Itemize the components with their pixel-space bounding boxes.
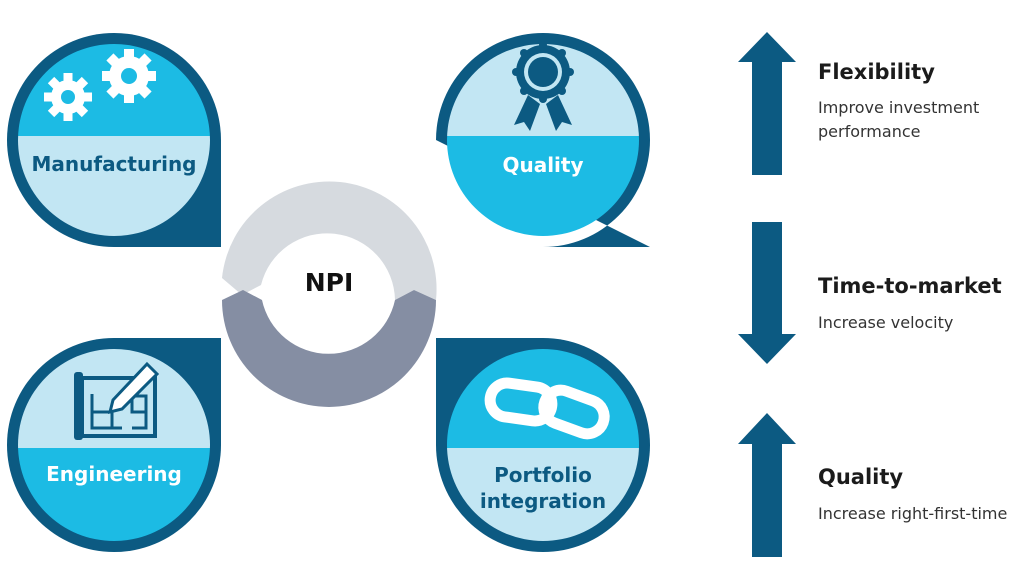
kpi-sub-flexibility: Improve investment performance: [818, 96, 1018, 144]
kpi-title-quality: Quality: [818, 465, 904, 489]
bubble-portfolio: [436, 338, 650, 552]
kpi-sub-time-to-market: Increase velocity: [818, 311, 1018, 335]
arrow-up-flexibility: [738, 32, 796, 175]
gears-icon: [44, 49, 156, 121]
arrow-up-quality: [738, 413, 796, 557]
npi-cycle-ring: [222, 181, 437, 407]
kpi-title-flexibility: Flexibility: [818, 60, 935, 84]
kpi-title-time-to-market: Time-to-market: [818, 274, 1002, 298]
label-portfolio-integration: Portfolio integration: [453, 462, 633, 514]
kpi-sub-time-to-market-line1: Increase velocity: [818, 313, 954, 332]
blueprint-pencil-icon: [74, 361, 160, 440]
label-portfolio-line2: integration: [479, 489, 607, 513]
bubble-engineering: [7, 338, 221, 552]
arrow-down-time-to-market: [738, 222, 796, 364]
chain-link-icon: [484, 377, 610, 440]
kpi-sub-flexibility-line1: Improve investment: [818, 98, 980, 117]
kpi-sub-flexibility-line2: performance: [818, 122, 921, 141]
label-manufacturing: Manufacturing: [31, 152, 197, 176]
label-quality: Quality: [502, 153, 584, 177]
npi-label: NPI: [304, 268, 354, 297]
kpi-sub-quality: Increase right-first-time: [818, 502, 1018, 526]
award-ribbon-icon: [512, 41, 574, 131]
label-portfolio-line1: Portfolio: [494, 463, 592, 487]
kpi-sub-quality-line1: Increase right-first-time: [818, 504, 1008, 523]
label-engineering: Engineering: [46, 462, 182, 486]
